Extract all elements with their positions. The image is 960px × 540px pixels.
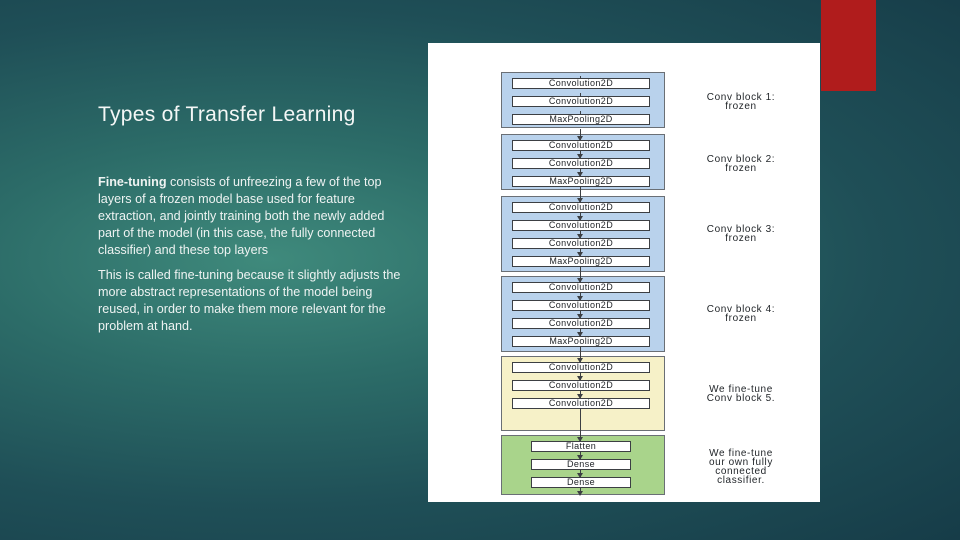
- layer-conv2d: Convolution2D: [512, 282, 650, 293]
- arrow-icon: [577, 293, 583, 301]
- arrow-icon: [577, 249, 583, 257]
- layer-maxpool: MaxPooling2D: [512, 336, 650, 347]
- layer-conv2d: Convolution2D: [512, 220, 650, 231]
- arrow-icon: [577, 329, 583, 337]
- annotation-line: classifier.: [717, 475, 765, 486]
- layer-conv2d: Convolution2D: [512, 140, 650, 151]
- layer-maxpool: MaxPooling2D: [512, 256, 650, 267]
- layer-conv2d: Convolution2D: [512, 318, 650, 329]
- annotation-block-3: Conv block 3: frozen: [678, 224, 804, 244]
- annotation-line: We fine-tune: [709, 448, 773, 459]
- arrow-icon: [577, 129, 583, 141]
- annotation-line: frozen: [725, 233, 757, 244]
- arrow-icon: [577, 213, 583, 221]
- layer-conv2d: Convolution2D: [512, 96, 650, 107]
- paragraph-fine-tuning-text: consists of unfreezing a few of the top …: [98, 175, 385, 257]
- annotation-block-5: We fine-tune Conv block 5.: [678, 384, 804, 404]
- fine-tuning-term: Fine-tuning: [98, 175, 167, 189]
- annotation-block-1: Conv block 1: frozen: [678, 92, 804, 112]
- annotation-line: frozen: [725, 313, 757, 324]
- annotation-line: frozen: [725, 163, 757, 174]
- slide-title: Types of Transfer Learning: [98, 103, 356, 126]
- annotation-line: We fine-tune: [709, 384, 773, 395]
- annotation-line: our own fully: [709, 457, 773, 468]
- layer-conv2d: Convolution2D: [512, 202, 650, 213]
- arrow-icon: [577, 187, 583, 203]
- annotation-classifier: We fine-tune our own fully connected cla…: [678, 448, 804, 486]
- arrow-icon: [577, 151, 583, 159]
- annotation-line: Conv block 4:: [706, 304, 776, 315]
- annotation-block-2: Conv block 2: frozen: [678, 154, 804, 174]
- layer-conv2d: Convolution2D: [512, 238, 650, 249]
- layer-flatten: Flatten: [531, 441, 631, 452]
- fine-tuning-diagram: Convolution2D Convolution2D MaxPooling2D…: [428, 43, 820, 502]
- arrow-icon: [577, 470, 583, 478]
- paragraph-fine-tuning: Fine-tuning consists of unfreezing a few…: [98, 174, 403, 259]
- arrow-icon: [577, 311, 583, 319]
- annotation-line: Conv block 5.: [706, 393, 776, 404]
- arrow-icon: [577, 373, 583, 381]
- layer-conv2d: Convolution2D: [512, 398, 650, 409]
- layer-maxpool: MaxPooling2D: [512, 176, 650, 187]
- annotation-line: frozen: [725, 101, 757, 112]
- annotation-line: Conv block 3:: [706, 224, 776, 235]
- layer-conv2d: Convolution2D: [512, 300, 650, 311]
- arrow-icon: [577, 452, 583, 460]
- arrow-icon: [577, 409, 583, 442]
- arrow-icon: [577, 347, 583, 363]
- layer-conv2d: Convolution2D: [512, 380, 650, 391]
- layer-maxpool: MaxPooling2D: [512, 114, 650, 125]
- layer-conv2d: Convolution2D: [512, 78, 650, 89]
- layer-conv2d: Convolution2D: [512, 158, 650, 169]
- accent-bar: [821, 0, 876, 91]
- layer-dense: Dense: [531, 459, 631, 470]
- annotation-line: connected: [715, 466, 767, 477]
- arrow-icon: [577, 391, 583, 399]
- annotation-block-4: Conv block 4: frozen: [678, 304, 804, 324]
- arrow-icon: [577, 231, 583, 239]
- layer-conv2d: Convolution2D: [512, 362, 650, 373]
- arrow-icon: [577, 488, 583, 496]
- annotation-line: Conv block 2:: [706, 154, 776, 165]
- layer-dense: Dense: [531, 477, 631, 488]
- annotation-line: Conv block 1:: [706, 92, 776, 103]
- arrow-icon: [577, 169, 583, 177]
- paragraph-explanation: This is called fine-tuning because it sl…: [98, 268, 401, 333]
- arrow-icon: [577, 267, 583, 283]
